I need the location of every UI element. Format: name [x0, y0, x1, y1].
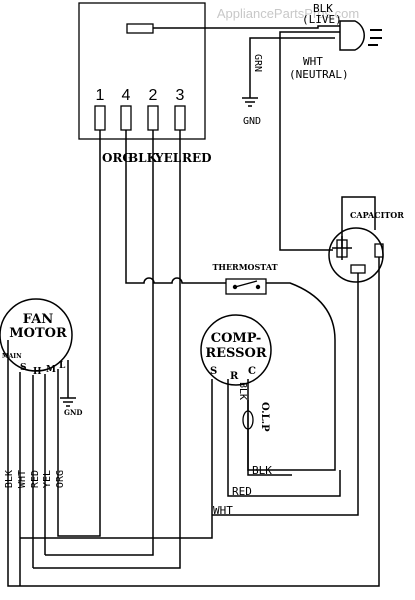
- capacitor-terminals: [332, 236, 384, 285]
- compressor-wht-label: WHT: [213, 504, 233, 517]
- olp-label: O.L.P: [259, 402, 270, 432]
- watermark: AppliancePartsPros.com: [217, 6, 359, 21]
- fan-terminal-l: L: [59, 361, 66, 371]
- fan-ground-label: GND: [64, 408, 82, 417]
- fan-terminal-m: M: [46, 365, 56, 375]
- plug-ground-color: GRN: [252, 54, 263, 72]
- terminal-3: [174, 105, 186, 131]
- bottom-label-wht: WHT: [17, 470, 28, 488]
- compressor-terminal-c: C: [248, 366, 256, 377]
- compressor-label-1: COMP-: [211, 331, 262, 346]
- switch-live-terminal: [126, 23, 154, 34]
- plug-live-label: (LIVE): [302, 13, 342, 26]
- capacitor-fan-wire: [20, 270, 380, 587]
- bottom-label-org: ORG: [55, 470, 66, 488]
- compressor-terminal-s: S: [210, 366, 217, 377]
- compressor-label-2: RESSOR: [205, 346, 267, 361]
- compressor-red-label: RED: [232, 485, 252, 498]
- bottom-label-red: RED: [30, 470, 41, 488]
- wire-label-blk: BLK: [128, 151, 158, 165]
- bottom-label-blk: BLK: [4, 470, 15, 488]
- compressor-r-wire: [227, 379, 341, 497]
- switch-yel-wire: [45, 130, 154, 556]
- wire-label-org: ORG: [102, 151, 133, 165]
- ground-symbol-fan: [60, 397, 76, 407]
- fan-terminal-h: H: [33, 367, 42, 377]
- fan-motor-main-label: MAIN: [2, 353, 22, 360]
- bottom-label-yel: YEL: [42, 470, 53, 488]
- fan-motor-label-2: MOTOR: [9, 326, 67, 341]
- terminal-2: [147, 105, 159, 131]
- wire-label-yel: YEL: [154, 151, 182, 165]
- terminal-3-label: 3: [176, 87, 185, 104]
- switch-red-wire: [33, 130, 181, 569]
- fan-motor-label-1: FAN: [23, 312, 54, 327]
- thermostat-label: THERMOSTAT: [212, 262, 277, 272]
- plug-neutral-label: (NEUTRAL): [289, 68, 349, 81]
- live-wire: [153, 25, 340, 29]
- ground-wire: [249, 37, 335, 98]
- compressor-blk-label: BLK: [252, 464, 272, 477]
- terminal-1: [94, 105, 106, 131]
- fan-terminal-s: S: [20, 363, 27, 373]
- fan-blk-wire: [7, 340, 20, 587]
- neutral-wire: [279, 31, 340, 251]
- terminal-2-label: 2: [149, 87, 158, 104]
- capacitor-top-wire: [341, 196, 376, 248]
- bottom-wire-labels: BLK WHT RED YEL ORG: [4, 470, 66, 488]
- thermostat-to-capacitor-wire: [247, 282, 336, 471]
- switch-wire-labels: ORG BLK YEL RED: [102, 151, 212, 165]
- fan-org-wire: [57, 369, 64, 537]
- terminal-4: [120, 105, 132, 131]
- terminal-1-label: 1: [96, 87, 105, 104]
- fan-motor-body: [0, 298, 73, 372]
- power-plug: [339, 20, 382, 51]
- capacitor-label: CAPACITOR: [350, 210, 404, 220]
- plug-neutral-color: WHT: [303, 55, 323, 68]
- ground-symbol-top: [242, 97, 258, 107]
- selector-switch-box: [78, 2, 206, 140]
- plug-live-color: BLK: [313, 2, 333, 15]
- olp-blk-vert: BLK: [237, 382, 248, 400]
- switch-terminals: 1 4 2 3: [94, 87, 186, 131]
- switch-org-wire: [64, 130, 101, 537]
- terminal-4-label: 4: [122, 87, 131, 104]
- wire-label-red: RED: [182, 151, 212, 165]
- wht-return-wire: [20, 515, 213, 539]
- olp-device: [242, 410, 254, 430]
- compressor-body: [200, 314, 272, 386]
- plug-ground-label: GND: [243, 116, 261, 127]
- thermostat-switch: [225, 278, 267, 295]
- capacitor-herm-wire: [212, 285, 359, 516]
- olp-out-wire: [247, 429, 292, 476]
- compressor-terminal-r: R: [230, 371, 239, 382]
